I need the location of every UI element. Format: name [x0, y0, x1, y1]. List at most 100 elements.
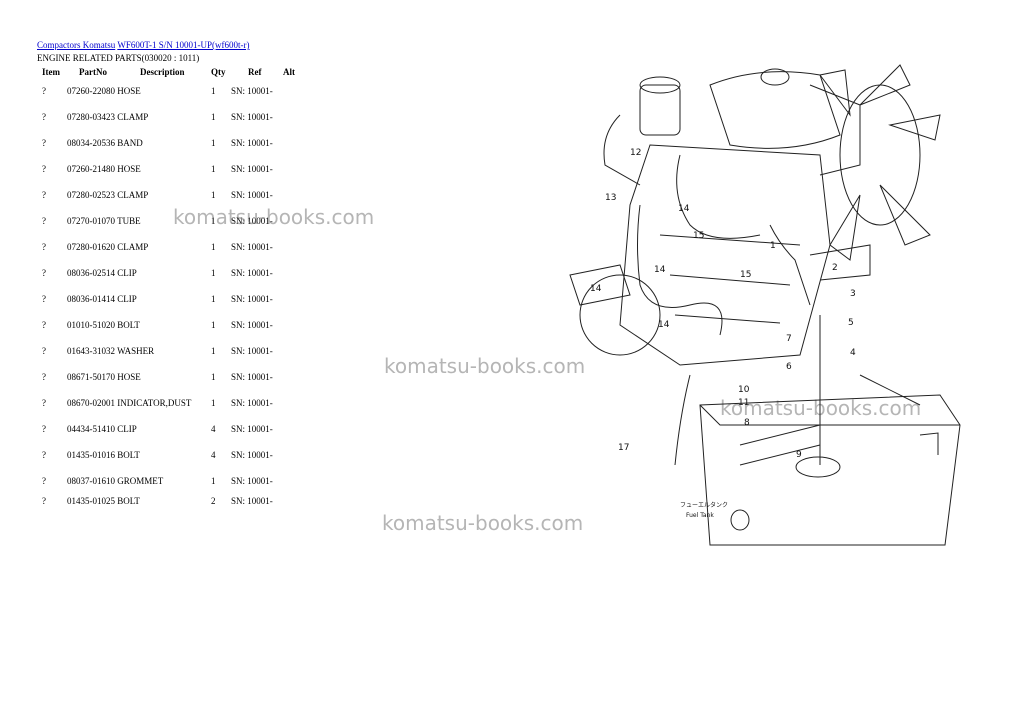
watermark: komatsu-books.com — [382, 511, 584, 535]
row-part: 07280-03423 CLAMP — [67, 112, 149, 122]
row-item: ? — [42, 190, 46, 200]
exploded-parts-diagram: 12 13 14 15 14 15 14 14 1 2 3 5 7 4 6 10… — [560, 45, 980, 565]
table-row: ? 01435-01025 BOLT 2 SN: 10001- — [0, 496, 320, 508]
callout-label: 2 — [832, 263, 838, 273]
callout-label: 8 — [744, 418, 750, 428]
col-header-description: Description — [140, 67, 185, 77]
row-part: 08671-50170 HOSE — [67, 372, 141, 382]
row-ref: SN: 10001- — [231, 450, 273, 460]
row-qty: 1 — [211, 138, 216, 148]
row-ref: SN: 10001- — [231, 424, 273, 434]
breadcrumb-link-model[interactable]: WF600T-1 S/N 10001-UP(wf600t-r) — [117, 40, 250, 50]
callout-label: 14 — [658, 320, 670, 330]
callout-label: 14 — [654, 265, 666, 275]
row-ref: SN: 10001- — [231, 294, 273, 304]
tank-label-jp: フューエルタンク — [680, 501, 728, 509]
tank-label: Fuel Tank — [686, 512, 714, 519]
row-ref: SN: 10001- — [231, 346, 273, 356]
row-ref: SN: 10001- — [231, 268, 273, 278]
row-part: 07260-22080 HOSE — [67, 86, 141, 96]
row-ref: SN: 10001- — [231, 320, 273, 330]
row-qty: 1 — [211, 112, 216, 122]
row-item: ? — [42, 268, 46, 278]
callout-label: 4 — [850, 348, 856, 358]
callout-label: 6 — [786, 362, 792, 372]
row-item: ? — [42, 476, 46, 486]
row-item: ? — [42, 346, 46, 356]
filter-drawing — [603, 76, 681, 186]
breadcrumb-link-category[interactable]: Compactors Komatsu — [37, 40, 116, 50]
row-part: 01435-01025 BOLT — [67, 496, 140, 506]
row-qty: 1 — [211, 294, 216, 304]
row-qty: 4 — [211, 424, 216, 434]
row-part: 08036-02514 CLIP — [67, 268, 137, 278]
col-header-partno: PartNo — [79, 67, 107, 77]
row-item: ? — [42, 216, 46, 226]
row-qty: 1 — [211, 216, 216, 226]
row-ref: SN: 10001- — [231, 476, 273, 486]
callout-label: 14 — [678, 204, 690, 214]
callout-label: 3 — [850, 289, 856, 299]
row-item: ? — [42, 320, 46, 330]
row-item: ? — [42, 496, 46, 506]
row-part: 07280-01620 CLAMP — [67, 242, 149, 252]
row-ref: SN: 10001- — [231, 112, 273, 122]
row-ref: SN: 10001- — [231, 138, 273, 148]
table-row: ? 08036-02514 CLIP 1 SN: 10001- — [0, 268, 320, 280]
col-header-qty: Qty — [211, 67, 226, 77]
engine-diagram-svg: 12 13 14 15 14 15 14 14 1 2 3 5 7 4 6 10… — [569, 64, 961, 546]
row-part: 01435-01016 BOLT — [67, 450, 140, 460]
engine-block-drawing — [569, 144, 871, 366]
row-qty: 1 — [211, 268, 216, 278]
col-header-alt: Alt — [283, 67, 295, 77]
row-qty: 1 — [211, 86, 216, 96]
row-part: 08034-20536 BAND — [67, 138, 143, 148]
row-ref: SN: 10001- — [231, 398, 273, 408]
row-part: 01643-31032 WASHER — [67, 346, 155, 356]
table-row: ? 01643-31032 WASHER 1 SN: 10001- — [0, 346, 320, 358]
row-item: ? — [42, 86, 46, 96]
row-qty: 1 — [211, 398, 216, 408]
col-header-ref: Ref — [248, 67, 262, 77]
watermark: komatsu-books.com — [173, 205, 375, 229]
watermark: komatsu-books.com — [384, 354, 586, 378]
row-qty: 1 — [211, 190, 216, 200]
row-ref: SN: 10001- — [231, 496, 273, 506]
row-ref: SN: 10001- — [231, 86, 273, 96]
row-qty: 1 — [211, 242, 216, 252]
row-qty: 4 — [211, 450, 216, 460]
row-part: 08037-01610 GROMMET — [67, 476, 164, 486]
row-part: 08036-01414 CLIP — [67, 294, 137, 304]
callout-label: 1 — [770, 241, 776, 251]
row-ref: SN: 10001- — [231, 242, 273, 252]
table-row: ? 08036-01414 CLIP 1 SN: 10001- — [0, 294, 320, 306]
table-row: ? 07260-22080 HOSE 1 SN: 10001- — [0, 86, 320, 98]
diagram-callouts: 12 13 14 15 14 15 14 14 1 2 3 5 7 4 6 10… — [590, 148, 856, 519]
row-qty: 2 — [211, 496, 216, 506]
callout-label: 17 — [618, 443, 629, 453]
row-part: 07270-01070 TUBE — [67, 216, 141, 226]
row-qty: 1 — [211, 346, 216, 356]
callout-label: 5 — [848, 318, 854, 328]
air-cleaner-drawing — [709, 68, 861, 176]
row-qty: 1 — [211, 372, 216, 382]
callout-label: 9 — [796, 450, 802, 460]
row-item: ? — [42, 294, 46, 304]
row-part: 08670-02001 INDICATOR,DUST — [67, 398, 192, 408]
callout-label: 14 — [590, 284, 602, 294]
row-ref: SN: 10001- — [231, 164, 273, 174]
callout-label: 15 — [740, 270, 751, 280]
fuel-tank-drawing — [699, 374, 961, 546]
row-ref: SN: 10001- — [231, 190, 273, 200]
row-ref: SN: 10001- — [231, 372, 273, 382]
